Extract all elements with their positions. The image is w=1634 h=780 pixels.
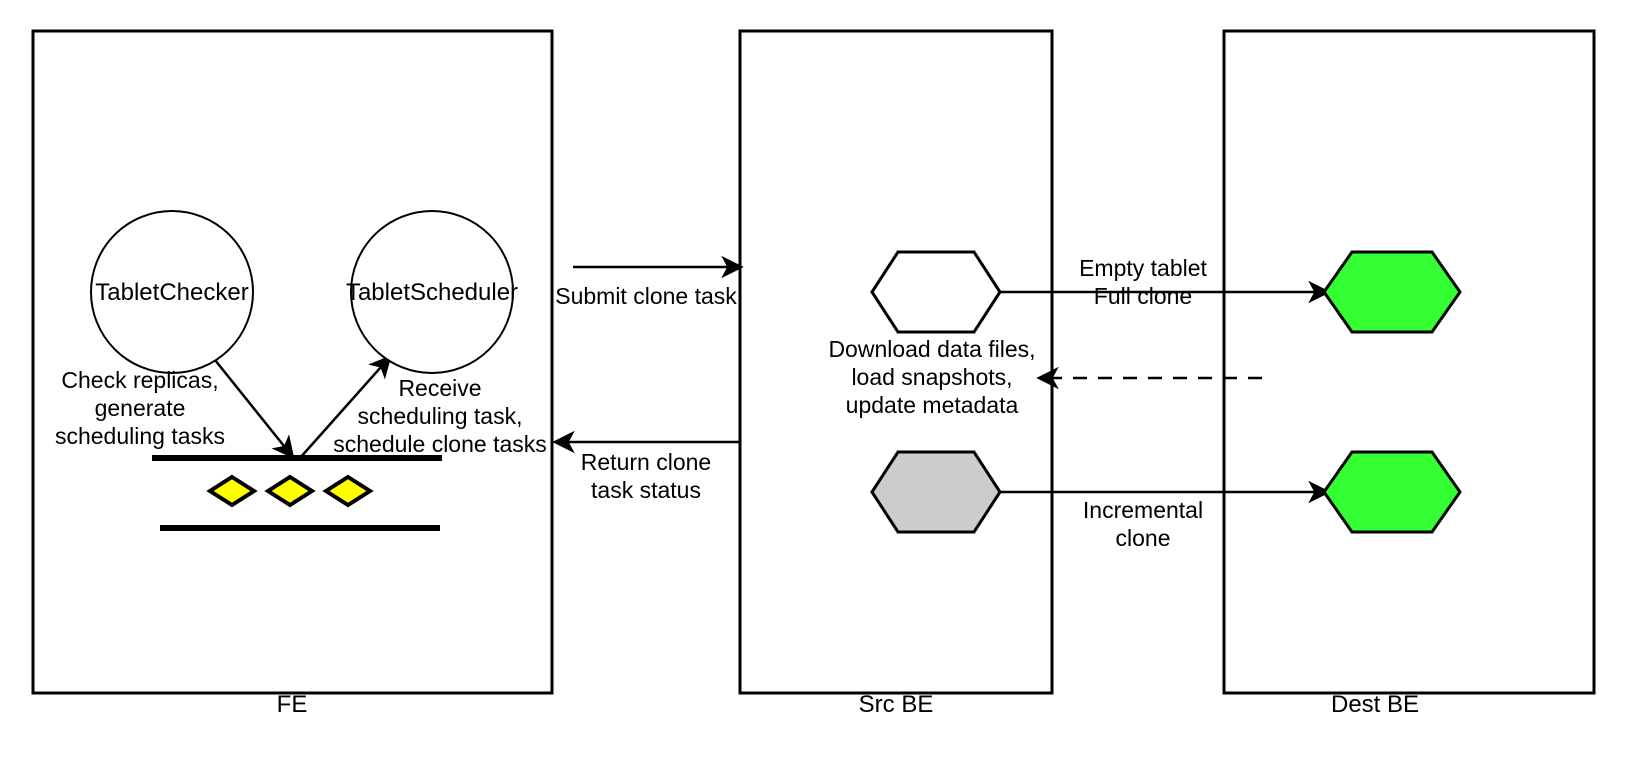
edge-checker-to-queue	[214, 359, 295, 459]
annotation-receive-scheduling-line-1: Receive	[398, 375, 481, 401]
annotation-download-data-line-3: update metadata	[846, 392, 1019, 418]
annotation-check-replicas-line-2: generate	[95, 395, 186, 421]
node-tablet_checker[interactable]: TabletChecker	[90, 210, 254, 374]
node-tablet_scheduler[interactable]: TabletScheduler	[346, 210, 518, 374]
shape-existing-tablet-hex[interactable]	[870, 450, 1002, 534]
edge-label-empty-tablet-full-clone-line-1: Empty tablet	[1079, 255, 1207, 281]
edge-label-incremental-clone-line-1: Incremental	[1083, 497, 1203, 523]
tablet_checker-label: TabletChecker	[95, 279, 248, 306]
annotation-check-replicas-line-3: scheduling tasks	[55, 423, 225, 449]
annotation-download-data-line-1: Download data files,	[828, 336, 1035, 362]
container-dest_be[interactable]	[1222, 29, 1596, 695]
container-label-dest-be-label: Dest BE	[1331, 691, 1419, 718]
edge-queue-to-scheduler	[299, 355, 392, 459]
container-label-fe-label: FE	[277, 691, 308, 718]
queue-item-task-3[interactable]	[322, 474, 374, 508]
tablet_scheduler-label: TabletScheduler	[346, 279, 518, 306]
shape-dest-tablet-hex-full[interactable]	[1322, 250, 1462, 334]
edge-label-empty-tablet-full-clone-line-2: Full clone	[1094, 283, 1192, 309]
edge-label-return-clone-task-status-line-2: task status	[591, 477, 701, 503]
shape-empty-tablet-hex[interactable]	[870, 250, 1002, 334]
shape-dest-tablet-hex-incremental[interactable]	[1322, 450, 1462, 534]
annotation-receive-scheduling-line-2: scheduling task,	[358, 403, 523, 429]
annotation-receive-scheduling-line-3: schedule clone tasks	[333, 431, 547, 457]
container-label-src-be-label: Src BE	[859, 691, 934, 718]
tablet_checker-circle[interactable]	[90, 210, 254, 374]
container-src_be[interactable]	[738, 29, 1054, 695]
edge-label-incremental-clone-line-2: clone	[1116, 525, 1171, 551]
edge-label-submit-clone-task-line-1: Submit clone task	[555, 283, 737, 309]
containers-layer	[31, 29, 1596, 695]
annotation-download-data-line-2: load snapshots,	[851, 364, 1012, 390]
src-be-internals-layer: Download data files,load snapshots,updat…	[828, 250, 1036, 534]
tablet_scheduler-circle[interactable]	[350, 210, 514, 374]
annotation-download-data: Download data files,load snapshots,updat…	[828, 336, 1035, 418]
queue-item-task-1[interactable]	[206, 474, 258, 508]
queue-item-task-2[interactable]	[264, 474, 316, 508]
edge-label-return-clone-task-status-line-1: Return clone	[581, 449, 711, 475]
annotation-check-replicas-line-1: Check replicas,	[61, 367, 218, 393]
labels-layer: FE Src BE Dest BE	[277, 691, 1419, 718]
edge-label-submit-clone-task: Submit clone task	[555, 283, 737, 309]
dest-be-internals-layer	[1322, 250, 1462, 534]
